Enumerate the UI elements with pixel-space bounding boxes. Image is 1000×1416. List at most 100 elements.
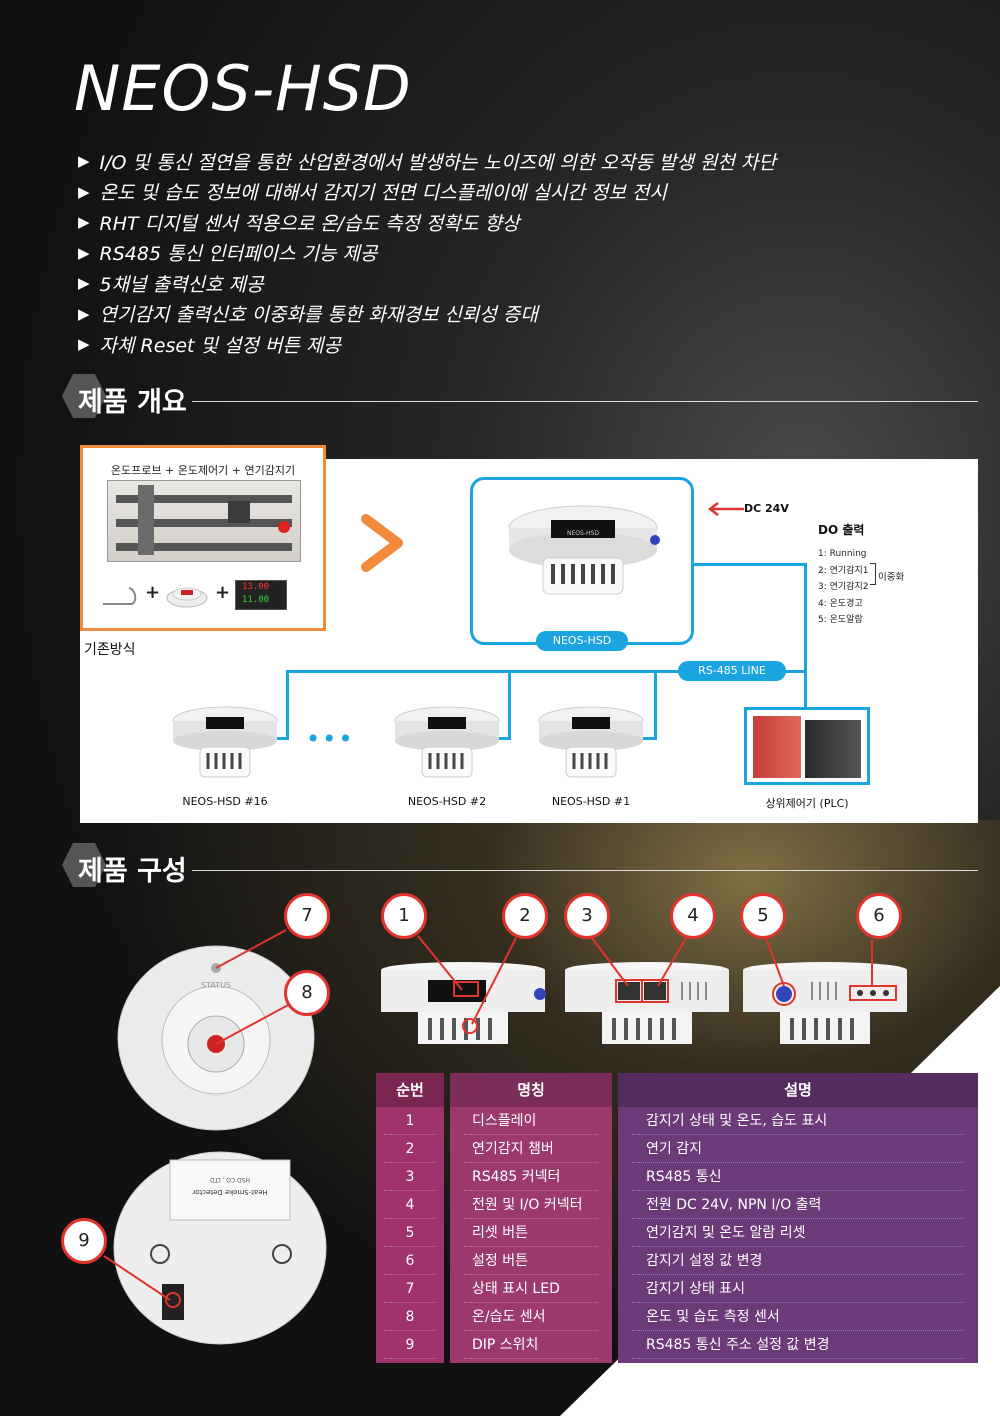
- feature-text: 5채널 출력신호 제공: [99, 273, 264, 296]
- section-title: 제품 개요: [78, 387, 187, 418]
- row-number: 1: [384, 1107, 436, 1135]
- do-output-item: 4: 온도경고: [818, 598, 863, 609]
- duplex-label: 이중화: [878, 572, 905, 583]
- plus-sign: +: [145, 582, 161, 603]
- old-method-box: 온도프로브 + 온도제어기 + 연기감지기 + + 13.00 11.00: [80, 445, 326, 631]
- slave-device-label: NEOS-HSD #1: [551, 795, 631, 808]
- row-description: 연기 감지: [632, 1135, 964, 1163]
- do-output-item: 1: Running: [818, 549, 867, 559]
- wire: [286, 670, 289, 738]
- do-output-list: 1: Running 2: 연기감지1 3: 연기감지2 4: 온도경고 5: 온도알람: [818, 546, 868, 629]
- old-method-label: 기존방식: [84, 642, 136, 658]
- feature-item: ▶ 연기감지 출력신호 이중화를 통한 화재경보 신뢰성 증대: [78, 299, 958, 330]
- duplex-bracket: [870, 563, 876, 585]
- svg-text:HSD CO., LTD: HSD CO., LTD: [210, 1176, 250, 1183]
- row-description: 감지기 상태 표시: [632, 1275, 964, 1303]
- control-cabinet-image: [107, 480, 301, 562]
- triangle-bullet-icon: ▶: [78, 182, 90, 201]
- triangle-bullet-icon: ▶: [78, 152, 90, 171]
- feature-text: RS485 통신 인터페이스 기능 제공: [99, 243, 378, 266]
- triangle-bullet-icon: ▶: [78, 243, 90, 262]
- dc-24v-label: DC 24V: [744, 502, 789, 515]
- callout-number: 6: [856, 893, 902, 939]
- old-method-caption: 온도프로브 + 온도제어기 + 연기감지기: [110, 464, 296, 477]
- row-number: 3: [384, 1163, 436, 1191]
- row-number: 4: [384, 1191, 436, 1219]
- wire: [272, 737, 289, 740]
- plc-frame: [744, 707, 870, 785]
- row-number: 2: [384, 1135, 436, 1163]
- row-name: 연기감지 챔버: [464, 1135, 598, 1163]
- main-device-frame: NEOS-HSD: [470, 477, 694, 645]
- row-description: 감지기 상태 및 온도, 습도 표시: [632, 1107, 964, 1135]
- plc-image: [753, 716, 801, 778]
- feature-text: 자체 Reset 및 설정 버튼 제공: [99, 334, 341, 357]
- callout-number: 3: [564, 893, 610, 939]
- wire: [640, 737, 657, 740]
- feature-item: ▶ 자체 Reset 및 설정 버튼 제공: [78, 329, 958, 360]
- triangle-bullet-icon: ▶: [78, 213, 90, 232]
- section-composition-header: 제품 구성: [62, 843, 978, 893]
- row-name: 전원 및 I/O 커넥터: [464, 1191, 598, 1219]
- callout-number: 7: [284, 893, 330, 939]
- callout-number: 1: [381, 893, 427, 939]
- do-output-title: DO 출력: [818, 523, 865, 537]
- row-number: 5: [384, 1219, 436, 1247]
- callout-number: 9: [61, 1218, 107, 1264]
- feature-text: 연기감지 출력신호 이중화를 통한 화재경보 신뢰성 증대: [99, 304, 538, 327]
- overview-diagram: 온도프로브 + 온도제어기 + 연기감지기 + + 13.00 11.00: [80, 445, 978, 823]
- main-device-label: NEOS-HSD: [536, 631, 628, 651]
- slave-device-label: NEOS-HSD #2: [407, 795, 487, 808]
- do-output-item: 5: 온도알람: [818, 615, 863, 625]
- callout-number: 5: [740, 893, 786, 939]
- detector-back-view: Heat-Smoke Detector HSD CO., LTD: [113, 1151, 327, 1345]
- detector-image: NEOS-HSD: [508, 505, 660, 595]
- triangle-bullet-icon: ▶: [78, 304, 90, 323]
- divider: [192, 870, 978, 871]
- rs485-line-label: RS-485 LINE: [678, 661, 786, 681]
- ellipsis: •••: [306, 725, 355, 753]
- row-description: RS485 통신: [632, 1163, 964, 1191]
- row-description: 감지기 설정 값 변경: [632, 1247, 964, 1275]
- plc-label: 상위제어기 (PLC): [765, 797, 849, 810]
- table-header: 명칭: [450, 1073, 612, 1107]
- callout-number: 4: [670, 893, 716, 939]
- svg-text:Heat-Smoke Detector: Heat-Smoke Detector: [192, 1188, 268, 1196]
- svg-text:STATUS: STATUS: [201, 981, 231, 990]
- feature-item: ▶온도 및 습도 정보에 대해서 감지기 전면 디스플레이에 실시간 정보 전시: [78, 177, 958, 208]
- section-overview-header: 제품 개요: [62, 374, 978, 424]
- triangle-bullet-icon: ▶: [78, 335, 90, 354]
- section-title: 제품 구성: [78, 856, 187, 887]
- table-header: 순번: [376, 1073, 444, 1107]
- feature-item: ▶ RHT 디지털 센서 적용으로 온/습도 측정 정확도 향상: [78, 207, 958, 238]
- page-title: NEOS-HSD: [74, 52, 412, 125]
- svg-text:NEOS-HSD: NEOS-HSD: [567, 530, 599, 537]
- feature-text: RHT 디지털 센서 적용으로 온/습도 측정 정확도 향상: [99, 212, 520, 235]
- detector-side-view-2: [565, 962, 729, 1044]
- feature-item: ▶5채널 출력신호 제공: [78, 268, 958, 299]
- wire: [654, 670, 657, 738]
- plus-sign: +: [215, 582, 231, 603]
- temperature-controller-image: 13.00 11.00: [235, 580, 287, 610]
- feature-item: ▶ RS485 통신 인터페이스 기능 제공: [78, 238, 958, 269]
- callout-number: 2: [502, 893, 548, 939]
- do-output-item: 2: 연기감지1: [818, 565, 869, 576]
- detector-side-view-3: [743, 962, 907, 1044]
- row-number: 6: [384, 1247, 436, 1275]
- row-description: 전원 DC 24V, NPN I/O 출력: [632, 1191, 964, 1219]
- row-number: 9: [384, 1331, 436, 1359]
- slave-detector-image: [538, 706, 644, 778]
- row-description: 연기감지 및 온도 알람 리셋: [632, 1219, 964, 1247]
- rs485-bus: [286, 670, 807, 673]
- feature-text: I/O 및 통신 절연을 통한 산업환경에서 발생하는 노이즈에 의한 오작동 …: [99, 151, 776, 174]
- slave-device-label: NEOS-HSD #16: [182, 795, 268, 808]
- arrow-right-icon: [361, 514, 403, 572]
- divider: [192, 401, 978, 402]
- row-name: 온/습도 센서: [464, 1303, 598, 1331]
- do-output-item: 3: 연기감지2: [818, 582, 869, 592]
- row-name: 설정 버튼: [464, 1247, 598, 1275]
